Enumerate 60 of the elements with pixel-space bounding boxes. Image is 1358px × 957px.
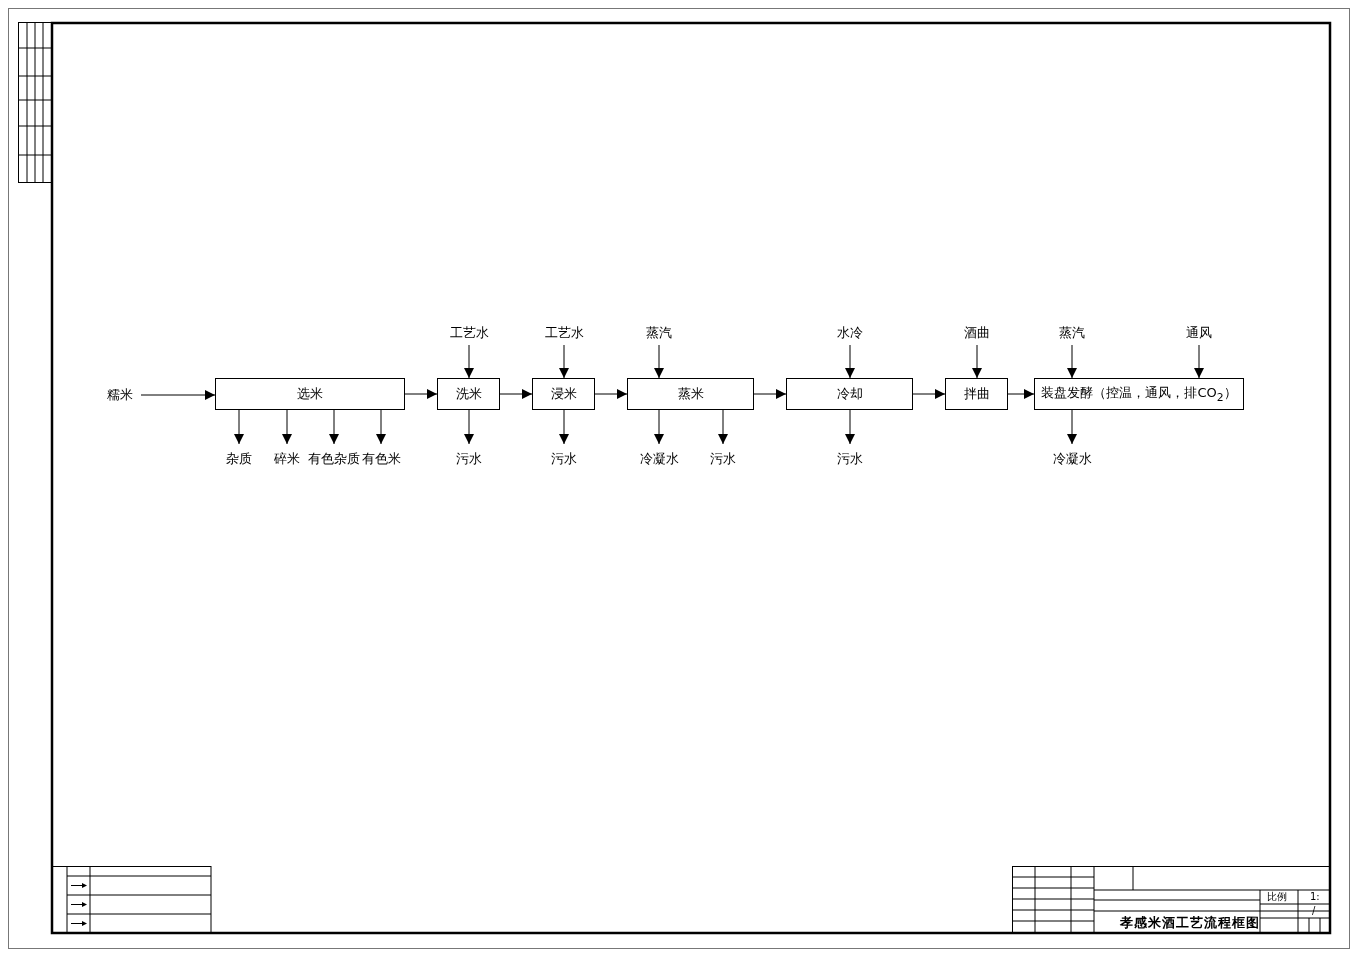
arrow	[404, 389, 438, 399]
process-box	[437, 378, 500, 410]
arrow	[1007, 389, 1035, 399]
arrow	[654, 344, 664, 379]
material-label: 污水	[710, 449, 736, 469]
material-label: 有色杂质	[308, 449, 360, 469]
arrow	[559, 409, 569, 445]
material-label: 污水	[456, 449, 482, 469]
material-label: 冷凝水	[639, 449, 679, 469]
title-block-text: 比例	[1267, 891, 1287, 903]
process-box	[215, 378, 405, 410]
arrow	[845, 409, 855, 445]
material-label: 蒸汽	[1059, 323, 1085, 343]
title-block-text: /	[1312, 905, 1316, 917]
arrow	[1067, 344, 1077, 379]
material-label: 冷凝水	[1052, 449, 1092, 469]
material-label: 有色米	[361, 449, 401, 469]
arrow	[234, 409, 244, 445]
material-label: 污水	[551, 449, 577, 469]
arrow	[718, 409, 728, 445]
process-label: 选米	[297, 385, 323, 403]
arrow	[845, 344, 855, 379]
arrow	[329, 409, 339, 445]
process-box	[786, 378, 913, 410]
material-label: 糯米	[107, 385, 133, 405]
arrow	[140, 390, 216, 400]
arrow	[559, 344, 569, 379]
title-block-text: 1:	[1310, 891, 1320, 903]
arrow	[1194, 344, 1204, 379]
process-box	[627, 378, 754, 410]
material-label: 通风	[1186, 323, 1212, 343]
arrow	[654, 409, 664, 445]
arrow	[464, 409, 474, 445]
arrow	[594, 389, 628, 399]
arrow	[499, 389, 533, 399]
process-label: 冷却	[836, 385, 863, 403]
process-label: 浸米	[550, 385, 577, 403]
material-label: 碎米	[274, 449, 300, 469]
process-box	[532, 378, 595, 410]
arrow	[972, 344, 982, 379]
material-label: 蒸汽	[646, 323, 672, 343]
process-label: 装盘发酵（控温，通风，排CO$_{2}$）	[1041, 384, 1237, 404]
arrow	[753, 389, 787, 399]
arrow	[1067, 409, 1077, 445]
material-label: 杂质	[226, 449, 252, 469]
drawing-title: 孝感米酒工艺流程框图	[1120, 914, 1260, 932]
material-label: 污水	[837, 449, 863, 469]
process-label: 蒸米	[677, 385, 704, 403]
process-box	[945, 378, 1008, 410]
material-label: 工艺水	[544, 323, 584, 343]
process-box	[1034, 378, 1244, 410]
process-label: 洗米	[455, 385, 482, 403]
arrow	[376, 409, 386, 445]
arrow	[912, 389, 946, 399]
arrow	[464, 344, 474, 379]
arrow	[282, 409, 292, 445]
material-label: 酒曲	[964, 323, 990, 343]
material-label: 水冷	[837, 323, 863, 343]
material-label: 工艺水	[449, 323, 489, 343]
process-label: 拌曲	[963, 385, 990, 403]
